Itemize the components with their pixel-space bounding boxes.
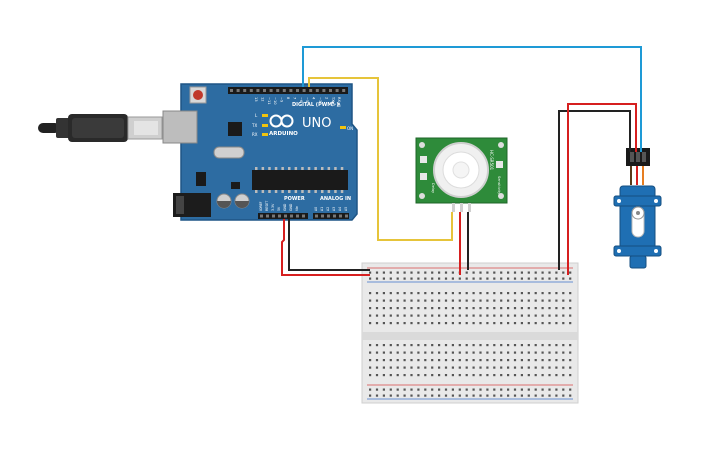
digital-pin-label: 7: [292, 97, 296, 99]
header-pin[interactable]: [342, 89, 346, 92]
breadboard[interactable]: [361, 262, 579, 404]
header-pin[interactable]: [290, 214, 293, 218]
power-pin-label: IOREF: [259, 201, 263, 211]
svg-text:TX: TX: [251, 123, 257, 128]
digital-pin-label: 2: [324, 97, 328, 99]
power-pin-label: RESET: [265, 201, 269, 211]
power-pin-label: Vin: [295, 206, 299, 211]
analog-pin-label: A5: [344, 207, 348, 211]
header-pin[interactable]: [289, 89, 293, 92]
svg-text:L: L: [255, 113, 258, 118]
header-pin[interactable]: [321, 214, 324, 218]
crystal: [213, 146, 245, 159]
header-pin[interactable]: [339, 214, 342, 218]
digital-pin-label: ~5: [305, 97, 309, 102]
analog-pin-label: A4: [338, 207, 342, 211]
digital-pin-label: RX◀0: [337, 97, 341, 108]
header-pin[interactable]: [272, 214, 275, 218]
header-pin[interactable]: [269, 89, 273, 92]
digital-pin-label: TX▶1: [331, 96, 335, 107]
status-leds: L TX RX ON: [251, 113, 353, 137]
header-pin[interactable]: [335, 89, 339, 92]
header-pin[interactable]: [315, 214, 318, 218]
header-pin[interactable]: [296, 214, 299, 218]
header-pin[interactable]: [266, 214, 269, 218]
arduino-logo: ARDUINO UNO: [269, 114, 331, 137]
analog-pin-label: A3: [332, 207, 336, 211]
header-pin[interactable]: [333, 214, 336, 218]
analog-pin-label: A1: [320, 207, 324, 211]
wire-blue-signal: [302, 46, 642, 152]
digital-pin-label: ~10: [273, 97, 277, 105]
header-pin[interactable]: [322, 89, 326, 92]
usb-jack: [162, 110, 198, 144]
power-pin-label: 5V: [277, 206, 281, 211]
power-pin-label: GND: [289, 203, 293, 211]
header-pin[interactable]: [329, 89, 332, 92]
analog-pin-label: A0: [314, 207, 318, 211]
header-pin[interactable]: [315, 89, 319, 92]
header-pin[interactable]: [236, 89, 240, 92]
analog-label: ANALOG IN: [320, 196, 351, 202]
header-pin[interactable]: [278, 214, 281, 218]
svg-text:Delay: Delay: [431, 183, 435, 193]
header-pin[interactable]: [282, 89, 286, 92]
usb-cable[interactable]: [38, 114, 163, 142]
header-pin[interactable]: [327, 214, 330, 218]
wire-red-servo: [567, 103, 637, 275]
svg-text:Sensitivity: Sensitivity: [497, 176, 501, 194]
header-pin[interactable]: [260, 214, 263, 218]
power-pin-label: GND: [283, 203, 287, 211]
digital-pin-label: 4: [312, 97, 316, 100]
power-pin-label: 3.3V: [271, 203, 275, 211]
model-label: UNO: [302, 116, 331, 131]
power-label: POWER: [284, 196, 305, 202]
reset-button[interactable]: [189, 86, 207, 104]
header-pin[interactable]: [249, 89, 253, 92]
analog-header: [313, 213, 349, 219]
header-pin[interactable]: [256, 89, 260, 92]
digital-pin-label: ~3: [318, 97, 322, 102]
header-pin[interactable]: [284, 214, 287, 218]
wire-yellow-signal: [308, 77, 453, 241]
wire-red-power-arduino: [281, 219, 370, 276]
digital-pin-label: ~9: [280, 97, 284, 103]
header-pin[interactable]: [230, 89, 233, 92]
header-pin[interactable]: [263, 89, 266, 92]
header-pin[interactable]: [302, 89, 306, 92]
atmega-chip: [252, 167, 348, 193]
header-pin[interactable]: [302, 214, 305, 218]
wire-black-servo: [558, 110, 631, 270]
svg-text:RX: RX: [252, 132, 258, 137]
pir-motion-sensor[interactable]: HC-SR501 Delay Sensitivity: [415, 137, 508, 212]
digital-header: [228, 87, 348, 94]
wire-black-gnd-arduino: [288, 219, 370, 271]
header-pin[interactable]: [345, 214, 348, 218]
header-pin[interactable]: [276, 89, 280, 92]
servo-horn[interactable]: [631, 206, 645, 238]
digital-pin-label: 13: [254, 97, 258, 102]
digital-pin-label: 12: [260, 97, 264, 102]
svg-text:ON: ON: [347, 126, 353, 131]
svg-text:ARDUINO: ARDUINO: [269, 131, 298, 137]
pir-model-label: HC-SR501: [489, 150, 494, 171]
header-pin[interactable]: [309, 89, 313, 92]
servo-motor[interactable]: [613, 148, 662, 269]
digital-label: DIGITAL (PWM~): [292, 102, 339, 108]
analog-pin-label: A2: [326, 207, 330, 211]
power-header: [258, 213, 308, 219]
header-pin[interactable]: [296, 89, 299, 92]
digital-pin-label: ~6: [299, 97, 303, 103]
wires[interactable]: [281, 46, 642, 276]
capacitors: [216, 193, 250, 209]
digital-pin-label: ~11: [267, 97, 271, 105]
usb-chip: [228, 122, 242, 136]
header-pin[interactable]: [243, 89, 247, 92]
digital-pin-label: 8: [286, 97, 290, 100]
